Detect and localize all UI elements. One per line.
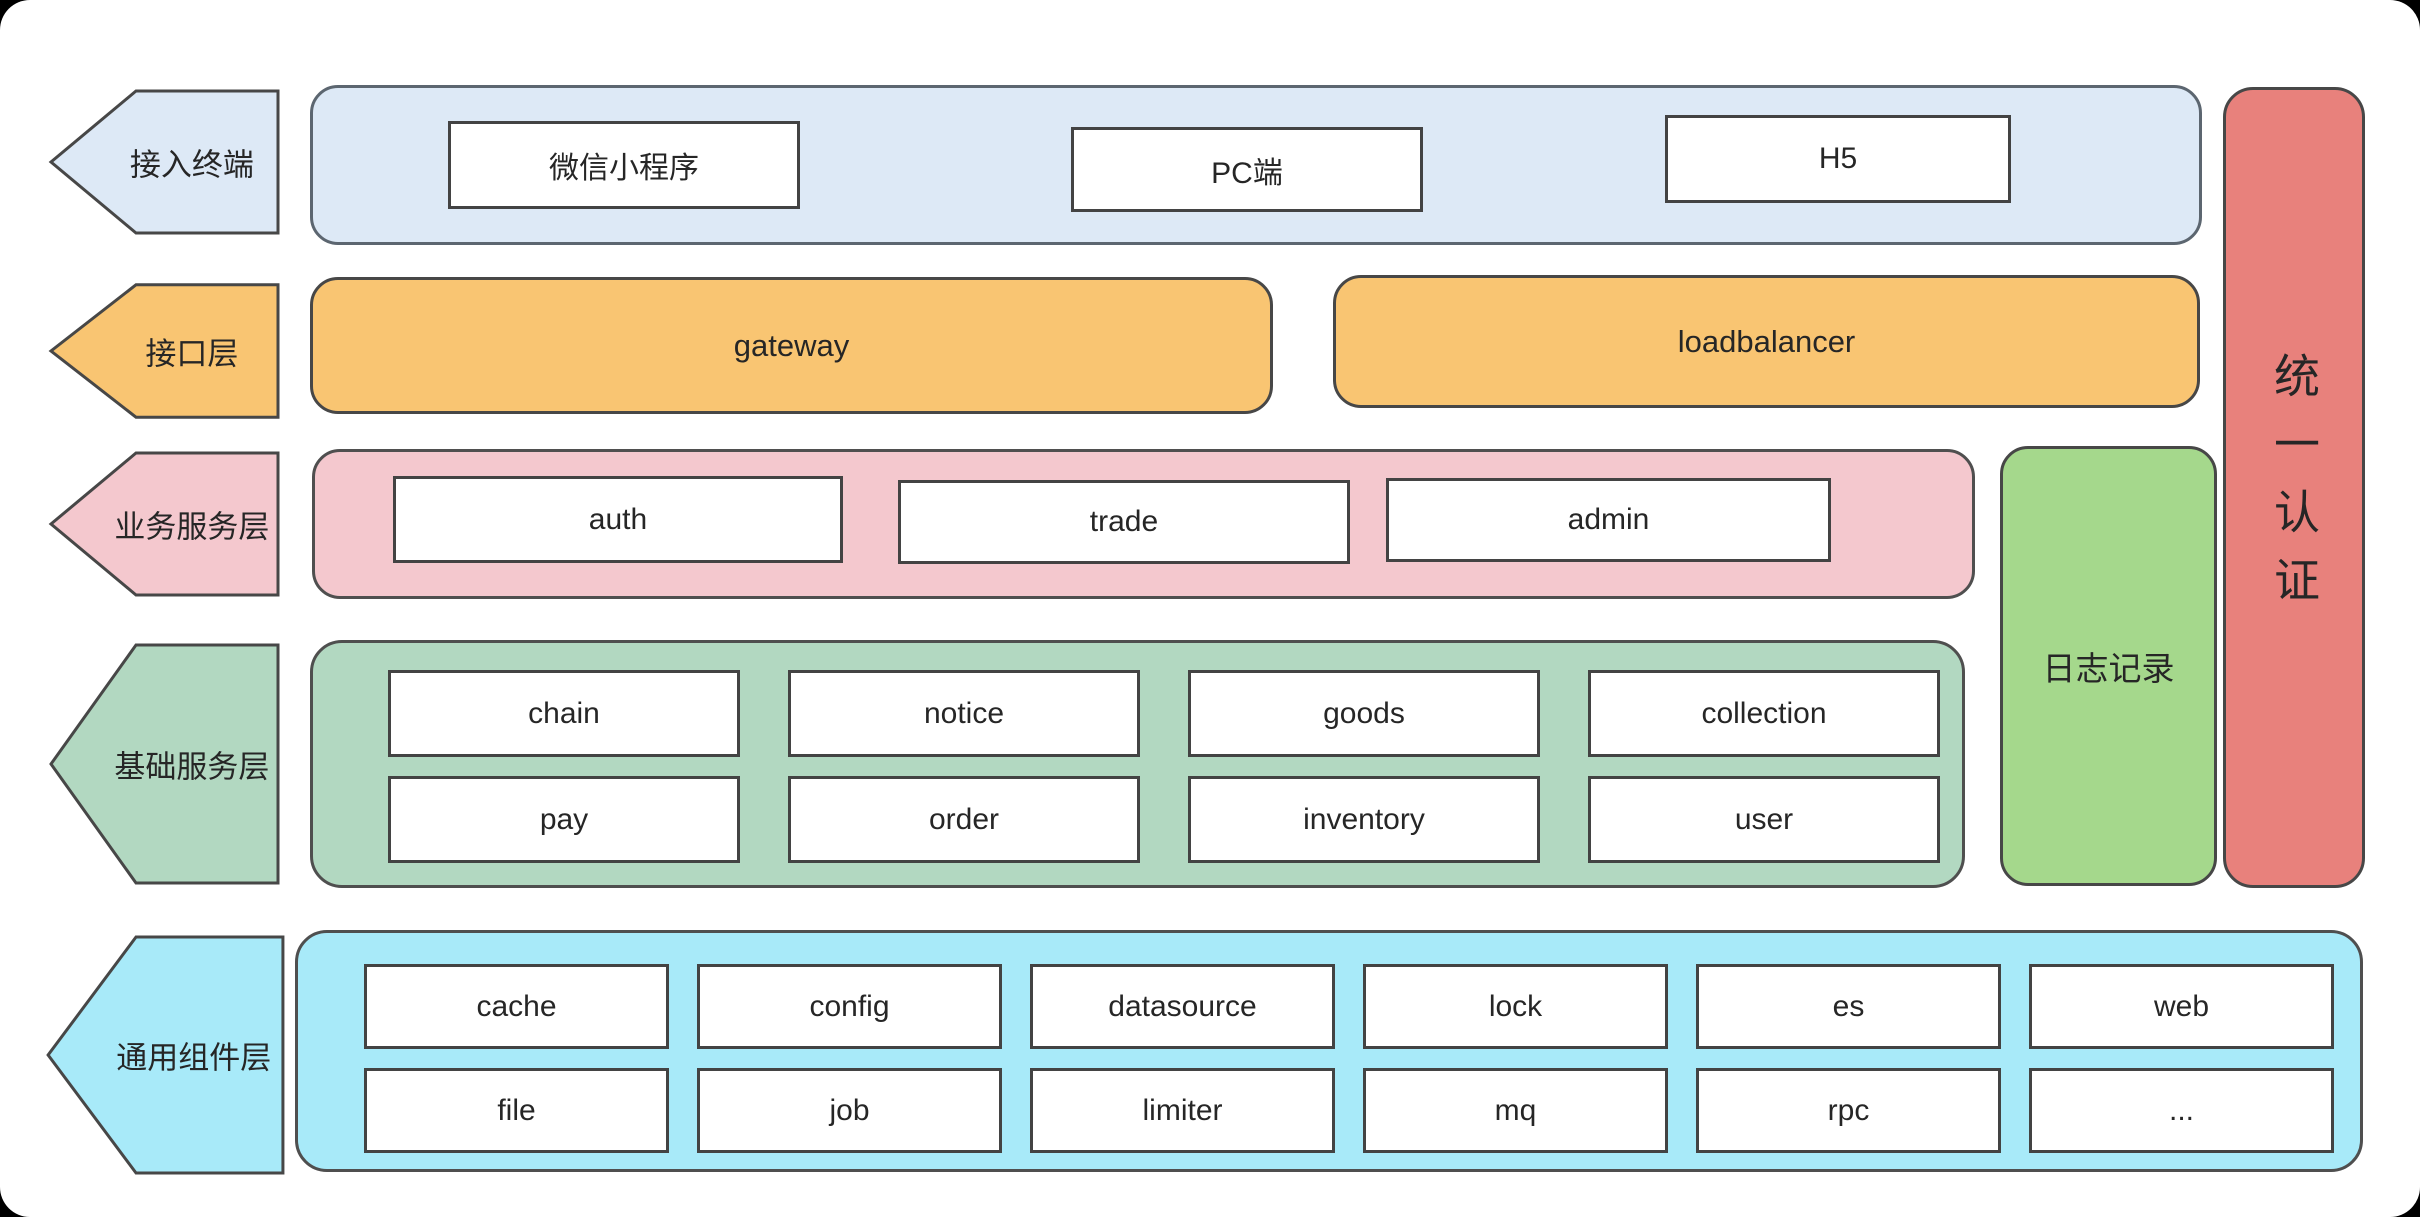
node-config: config [697, 964, 1002, 1049]
unified-auth-panel: 统一认证 [2223, 87, 2365, 888]
node-mq: mq [1363, 1068, 1668, 1153]
layer-label: 业务服务层 [114, 509, 270, 545]
node-lock: lock [1363, 964, 1668, 1049]
node-notice: notice [788, 670, 1140, 757]
node-job: job [697, 1068, 1002, 1153]
node-collection: collection [1588, 670, 1940, 757]
logging-panel: 日志记录 [2000, 446, 2217, 886]
left-arrow-icon [48, 282, 280, 420]
node-file: file [364, 1068, 669, 1153]
node-chain: chain [388, 670, 740, 757]
layer-label: 通用组件层 [116, 1040, 272, 1076]
node-trade: trade [898, 480, 1350, 564]
access-terminal-layer: 微信小程序 PC端 H5 [310, 85, 2202, 245]
node-goods: goods [1188, 670, 1540, 757]
left-arrow-icon [48, 450, 280, 598]
node-pay: pay [388, 776, 740, 863]
node-auth: auth [393, 476, 843, 563]
node-cache: cache [364, 964, 669, 1049]
layer-arrow-foundation-service: 基础服务层 [48, 640, 280, 888]
node-es: es [1696, 964, 2001, 1049]
node-user: user [1588, 776, 1940, 863]
node-loadbalancer: loadbalancer [1333, 275, 2200, 408]
node-pc: PC端 [1071, 127, 1423, 212]
node-rpc: rpc [1696, 1068, 2001, 1153]
node-gateway: gateway [310, 277, 1273, 414]
left-arrow-icon [48, 640, 280, 888]
left-arrow-icon [45, 932, 285, 1178]
node-web: web [2029, 964, 2334, 1049]
layer-arrow-business-service: 业务服务层 [48, 450, 280, 598]
left-arrow-icon [48, 88, 280, 236]
common-component-layer: cache config datasource lock es web file… [295, 930, 2363, 1172]
node-admin: admin [1386, 478, 1831, 562]
node-inventory: inventory [1188, 776, 1540, 863]
node-h5: H5 [1665, 115, 2011, 203]
foundation-service-layer: chain notice goods collection pay order … [310, 640, 1965, 888]
node-more: ... [2029, 1068, 2334, 1153]
layer-arrow-common-component: 通用组件层 [45, 932, 285, 1178]
node-wechat-miniprogram: 微信小程序 [448, 121, 800, 209]
node-limiter: limiter [1030, 1068, 1335, 1153]
layer-arrow-access-terminal: 接入终端 [48, 88, 280, 236]
node-datasource: datasource [1030, 964, 1335, 1049]
layer-label: 接入终端 [129, 147, 254, 183]
layer-arrow-interface: 接口层 [48, 282, 280, 420]
business-service-layer: auth trade admin [312, 449, 1975, 599]
layer-label: 基础服务层 [114, 749, 270, 785]
layer-label: 接口层 [145, 336, 239, 372]
node-order: order [788, 776, 1140, 863]
